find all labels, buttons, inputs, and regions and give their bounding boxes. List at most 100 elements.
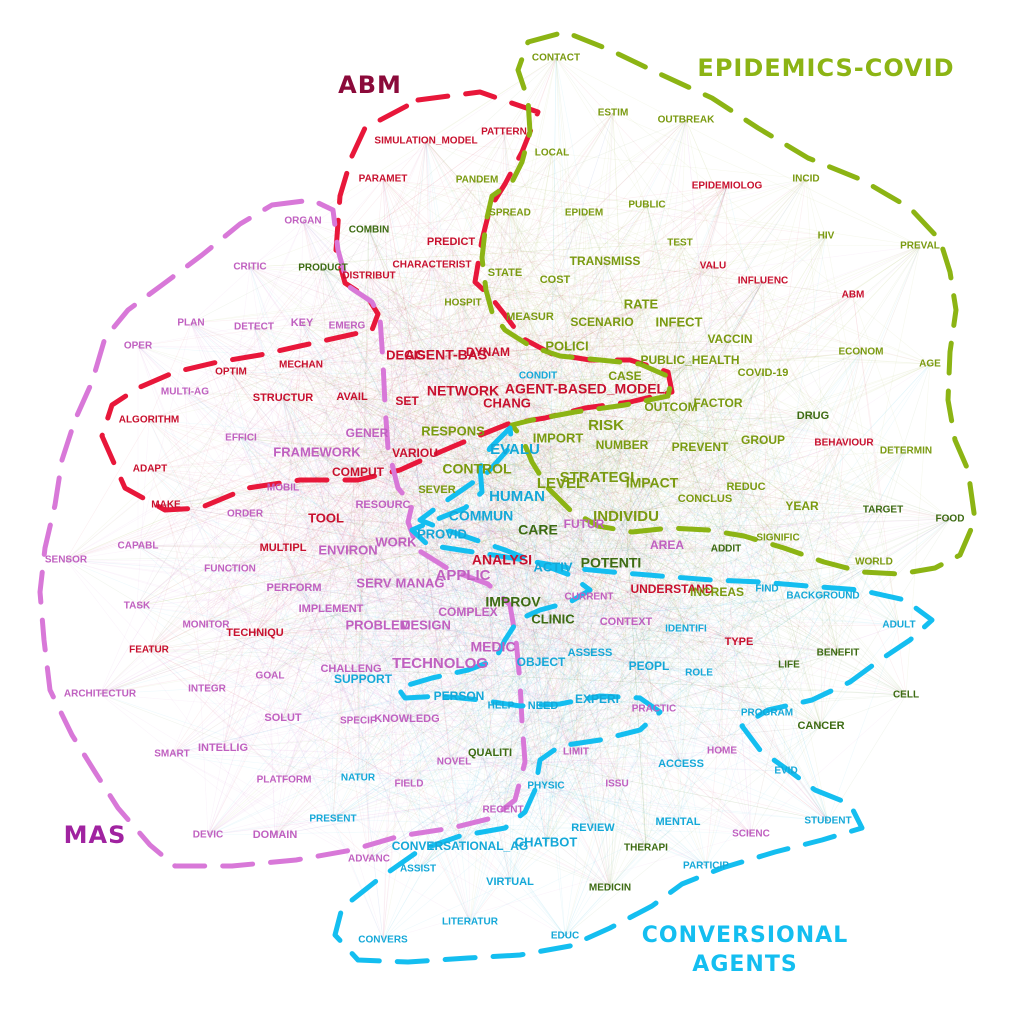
edge [282,487,612,565]
edge [149,468,594,829]
keyword-scienc: SCIENC [732,829,770,840]
edge [229,489,438,570]
edge [698,518,951,674]
edge [467,612,900,626]
edge [137,545,727,550]
edge [666,509,884,547]
edge [439,652,591,665]
edge [137,537,779,547]
edge [165,504,723,752]
edge [666,119,687,547]
edge [480,516,824,597]
edge [249,266,586,391]
edge [190,322,364,681]
edge [745,486,822,727]
edge [222,229,370,749]
keyword-perform: PERFORM [267,582,322,594]
edge [316,452,803,508]
edge [136,605,907,696]
keyword-area: AREA [650,538,684,552]
edge [406,389,586,403]
edge [347,550,544,707]
edge [325,518,443,536]
edge [406,672,700,720]
edge [283,509,884,781]
edge [609,483,653,889]
edge [136,605,469,614]
edge [137,545,284,549]
edge [205,449,516,626]
edge [625,304,642,623]
edge [625,621,790,666]
edge [149,352,489,470]
keyword-challeng: CHALLENG [320,663,381,675]
edge [516,496,566,937]
edge [330,608,566,937]
edge [148,265,714,651]
edge [148,371,232,651]
edge [425,140,700,674]
edge [382,178,438,491]
edge [452,431,653,485]
edge [65,179,478,561]
edge [171,280,764,755]
keyword-decis: DECIS [386,347,426,362]
edge [357,322,680,474]
edge [137,542,397,547]
edge [575,751,647,849]
edge [666,509,884,547]
edge [282,547,471,923]
edge [171,720,359,755]
edge [458,322,603,698]
edge [382,178,531,318]
edge [249,266,284,489]
edge [459,280,764,848]
edge [282,547,427,627]
edge [552,322,603,569]
edge [445,355,494,649]
edge [489,518,951,754]
edge [555,57,612,565]
edge [414,57,557,455]
edge [282,57,557,489]
edge [452,372,764,433]
edge [184,391,284,489]
edge [583,212,790,666]
edge [253,326,461,848]
edge [766,235,827,590]
edge [148,425,607,651]
edge [605,425,687,630]
keyword-environ: ENVIRON [318,542,377,557]
edge [820,442,845,727]
edge [362,679,566,937]
edge [382,178,718,594]
edge [425,140,648,206]
edge [552,567,707,867]
edge [148,57,557,651]
edge [589,185,728,654]
edge [254,632,352,670]
keyword-organ: ORGAN [284,216,321,227]
edge [184,391,790,666]
keyword-sever: SEVER [418,484,455,496]
edge [362,625,379,681]
edge [190,322,502,707]
edge [148,272,506,421]
edge [137,345,284,719]
edge [625,516,752,835]
edge [322,267,603,324]
keyword-food: FOOD [936,514,965,525]
edge [99,442,845,695]
edge [99,693,611,889]
edge [207,57,557,836]
edge [487,352,779,539]
edge [509,450,907,883]
edge [557,438,673,591]
edge [509,212,707,867]
edge [316,264,433,454]
edge [445,355,594,829]
edge [560,483,839,654]
edge [552,294,854,569]
edge [65,372,764,561]
keyword-econom: ECONOM [839,347,884,358]
